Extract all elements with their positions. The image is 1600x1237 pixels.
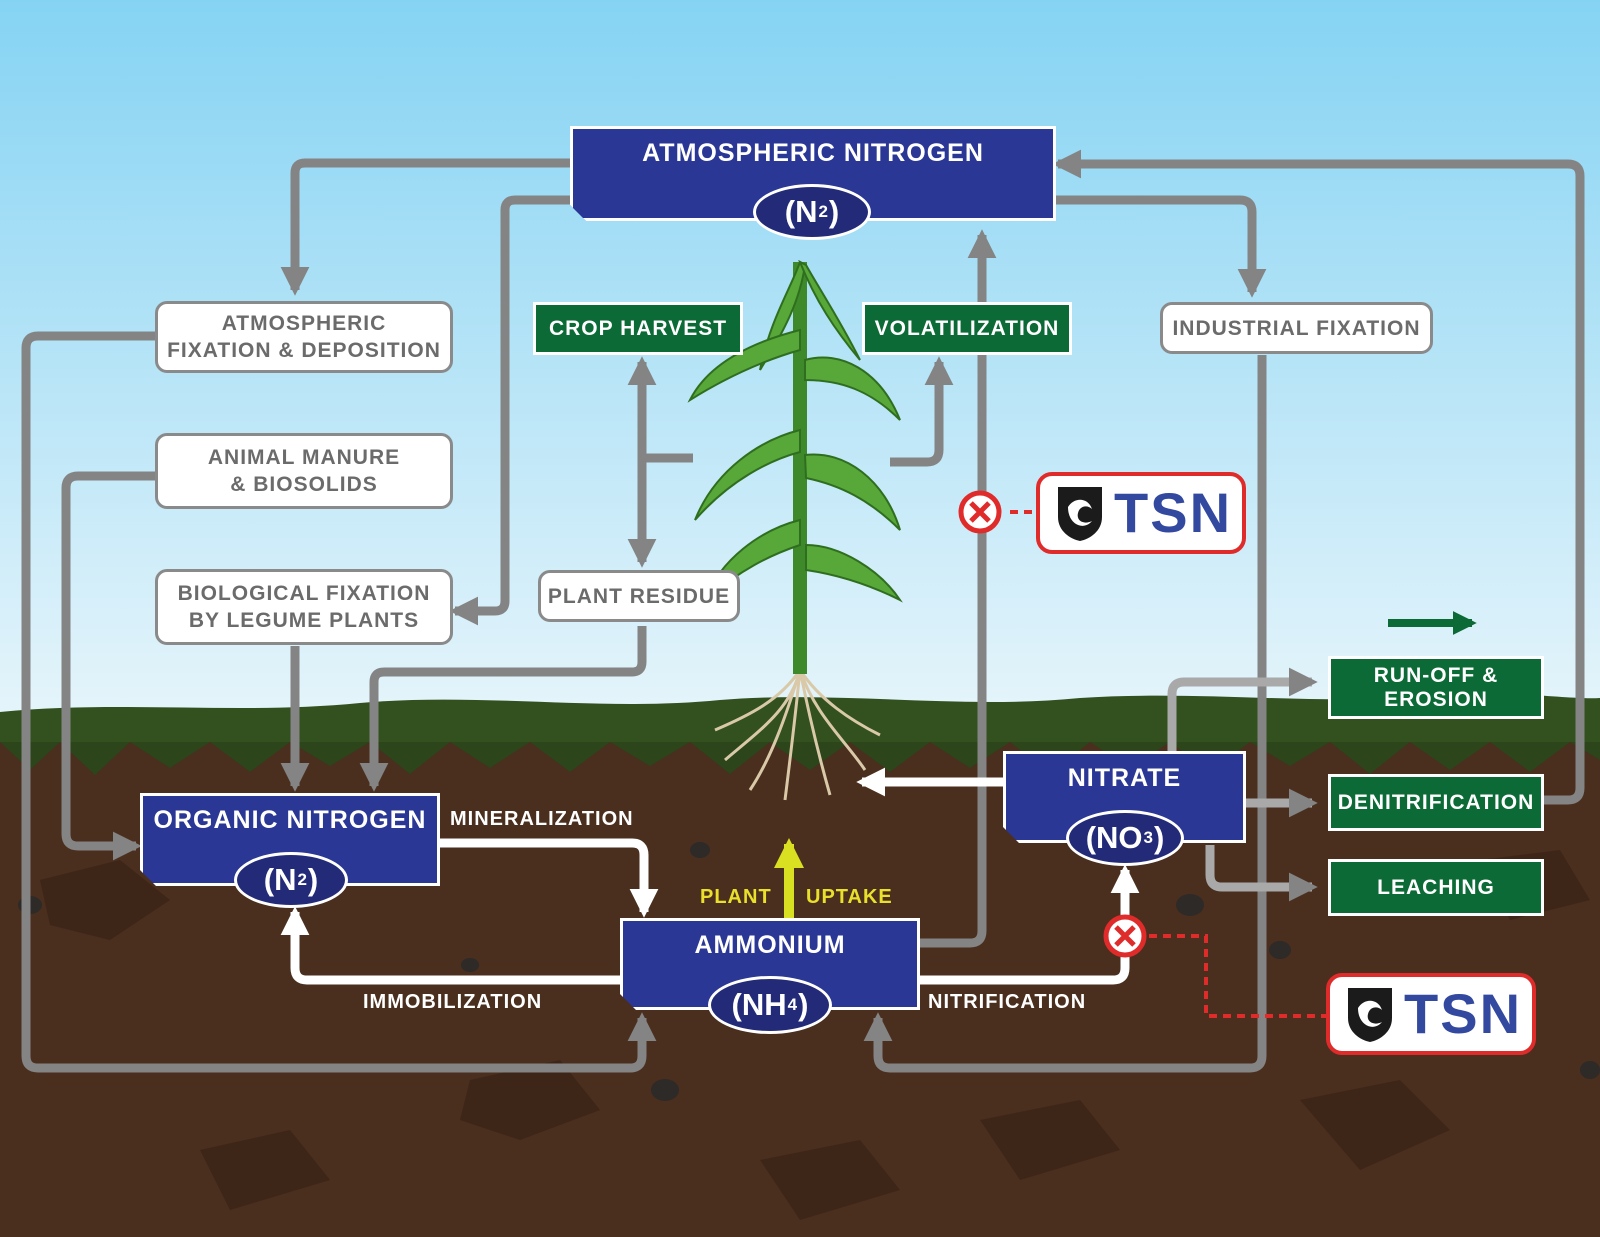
tsn-wordmark: TS — [1404, 982, 1480, 1045]
plant-label: PLANT — [700, 886, 772, 908]
mineralization-label: MINERALIZATION — [450, 808, 634, 830]
legume-fixation-box: BIOLOGICAL FIXATION BY LEGUME PLANTS — [155, 569, 453, 645]
light-gray-flow-lines — [1167, 667, 1318, 902]
shield-logo-icon — [1058, 487, 1102, 541]
grass-fringe — [0, 742, 1600, 775]
industrial-fixation-box: INDUSTRIAL FIXATION — [1160, 302, 1433, 354]
animal-manure-box: ANIMAL MANURE & BIOSOLIDS — [155, 433, 453, 509]
tsn-logo-bottom: TS N — [1326, 973, 1536, 1055]
volatilization-box: VOLATILIZATION — [862, 302, 1072, 355]
crop-harvest-box: CROP HARVEST — [533, 302, 743, 355]
tsn-connector-bottom — [1149, 934, 1332, 1018]
white-flow-lines — [280, 767, 1140, 985]
arrow-nitrate-to-runoff — [1167, 667, 1318, 755]
arrow-manure-to-organic — [61, 471, 155, 861]
arrow-nitrate-to-leaching — [1205, 845, 1318, 902]
arrow-ammonium-to-atm — [918, 229, 997, 948]
tsn-wordmark: TS — [1114, 481, 1190, 544]
organic-nitrogen-title: ORGANIC NITROGEN — [153, 806, 427, 834]
arrow-denit-to-atm — [1052, 149, 1585, 805]
shield-logo-icon — [1348, 988, 1392, 1042]
arrow-industrial-to-ammonium — [863, 355, 1267, 1073]
tsn-wordmark-n: N — [1189, 481, 1233, 544]
arrow-atm-to-atmfix — [280, 158, 572, 296]
atmospheric-nitrogen-title: ATMOSPHERIC NITROGEN — [642, 139, 984, 167]
plant-leaves — [687, 259, 903, 603]
nitrification-label: NITRIFICATION — [928, 991, 1087, 1013]
arrow-plant-to-volatilization — [890, 356, 954, 467]
uptake-label: UPTAKE — [806, 886, 893, 908]
arrow-atmfix-to-ammonium — [21, 331, 657, 1073]
arrow-residue-to-organic — [359, 626, 647, 792]
atmospheric-fixation-box: ATMOSPHERIC FIXATION & DEPOSITION — [155, 301, 453, 373]
no-entry-icon — [1103, 914, 1147, 958]
plant-stalk — [793, 262, 807, 674]
tsn-logo-top: TS N — [1036, 472, 1246, 554]
arrow-atm-to-industrial — [1050, 195, 1267, 298]
arrow-mineralization — [438, 838, 659, 918]
plant-residue-box: PLANT RESIDUE — [538, 570, 740, 622]
no-entry-icon — [958, 490, 1002, 534]
gray-flow-lines — [21, 149, 1585, 1073]
immobilization-label: IMMOBILIZATION — [363, 991, 543, 1013]
arrow-atm-to-legume — [449, 195, 572, 626]
tsn-connectors — [1010, 510, 1332, 1018]
arrow-immobilization — [280, 906, 622, 985]
soil-stones — [18, 842, 1600, 1101]
nitrate-title: NITRATE — [1067, 764, 1182, 792]
ammonium-title: AMMONIUM — [694, 931, 846, 959]
runoff-erosion-box: RUN-OFF & EROSION — [1328, 656, 1544, 719]
leaching-box: LEACHING — [1328, 859, 1544, 916]
arrow-nitrification — [918, 864, 1140, 985]
denitrification-box: DENITRIFICATION — [1328, 774, 1544, 831]
corn-plant-icon — [687, 259, 903, 801]
tsn-wordmark-n: N — [1479, 982, 1523, 1045]
plant-roots — [714, 669, 881, 801]
